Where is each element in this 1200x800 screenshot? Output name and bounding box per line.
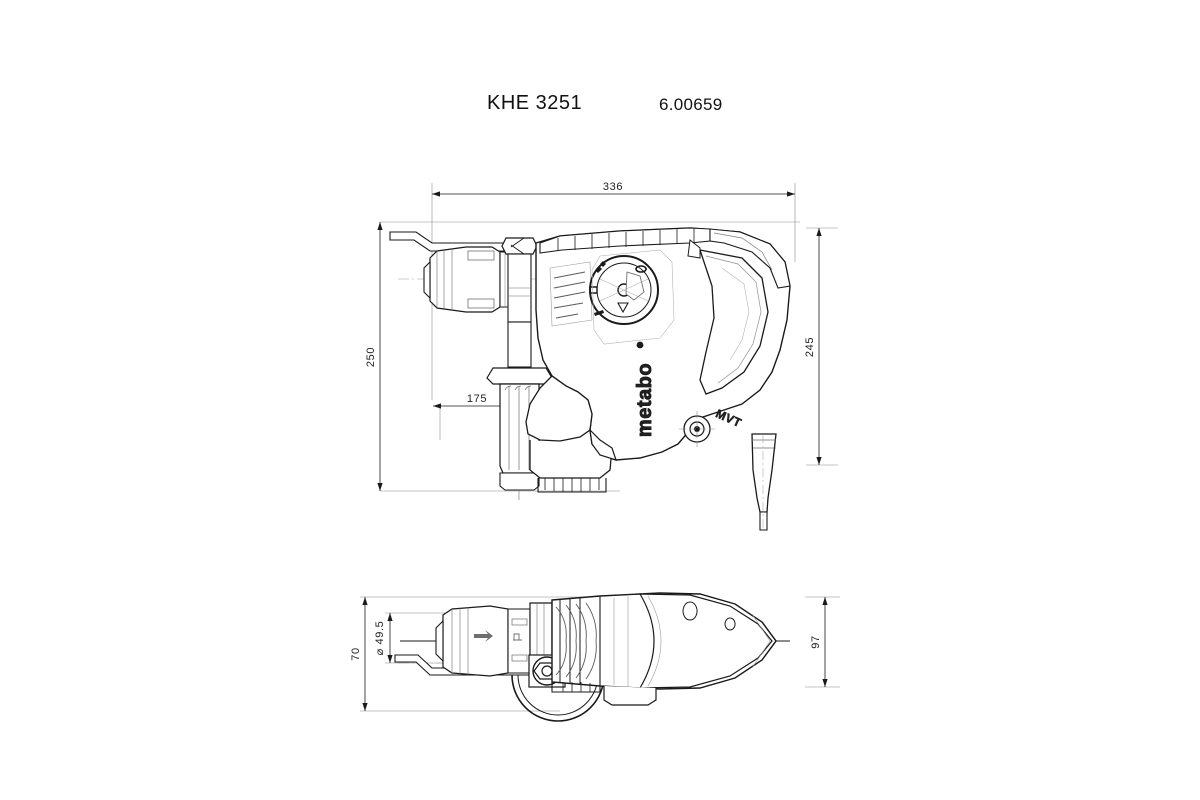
dimension-49-5-label: ⌀ 49.5 — [374, 621, 386, 656]
plan-vent-slots — [555, 602, 597, 680]
side-handle-assembly — [486, 237, 553, 491]
dimension-70: 70 — [350, 597, 368, 711]
dimension-97: 97 — [810, 597, 828, 687]
dimension-250: 250 — [365, 222, 383, 491]
base-vent-slots — [544, 478, 600, 492]
sds-chuck — [423, 246, 516, 313]
mode-selector-dial[interactable] — [589, 255, 659, 325]
view-side-elevation: 336 250 245 175 — [365, 181, 838, 531]
brand-logo: metabo — [634, 341, 656, 438]
power-cord — [751, 433, 777, 531]
tool-body-plan — [551, 592, 777, 706]
vent-slots — [553, 271, 586, 319]
dimension-245: 245 — [804, 228, 822, 465]
mvt-badge-text: MVT — [714, 406, 744, 430]
dial-mode-icons — [589, 261, 647, 316]
dimension-336: 336 — [432, 181, 795, 197]
dimension-336-label: 336 — [603, 181, 623, 193]
dimension-250-label: 250 — [365, 347, 377, 367]
dimension-175-label: 175 — [467, 393, 487, 405]
dimension-49-5: ⌀ 49.5 — [374, 613, 393, 663]
brand-logo-text: metabo — [634, 363, 656, 437]
screw-boss — [679, 411, 715, 447]
sds-chuck-plan — [435, 602, 553, 680]
dimension-97-label: 97 — [810, 635, 822, 648]
mvt-badge: MVT — [713, 406, 744, 430]
tool-body-shell — [525, 227, 791, 493]
dimension-70-label: 70 — [350, 647, 362, 660]
dimension-245-label: 245 — [804, 337, 816, 357]
view-top-plan: 70 ⌀ 49.5 97 — [350, 592, 840, 722]
